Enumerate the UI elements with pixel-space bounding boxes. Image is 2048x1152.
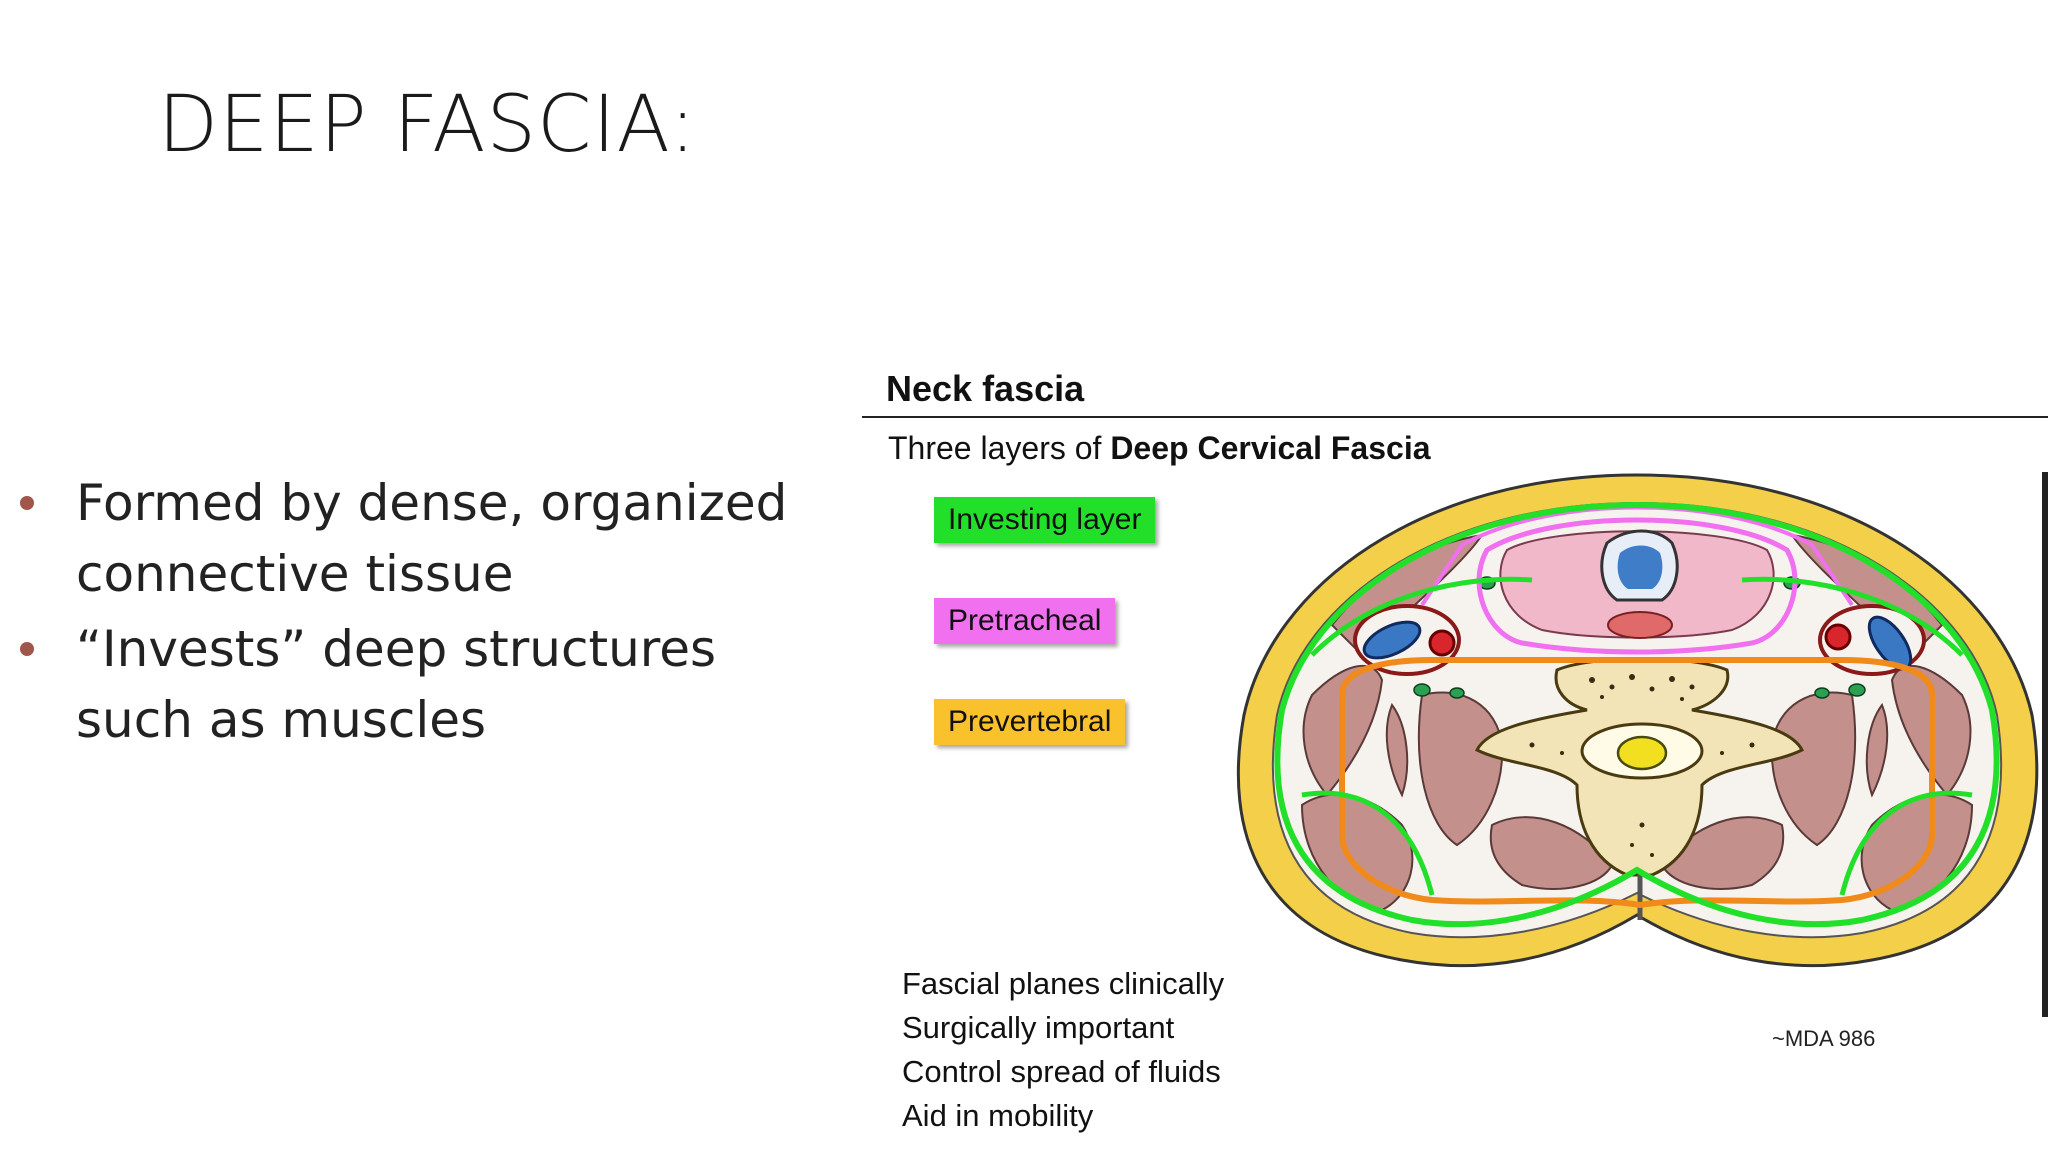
legend-label: Investing layer (948, 503, 1142, 536)
cropped-image-edge (2042, 472, 2048, 1017)
figure-divider (862, 416, 2048, 418)
legend-pretracheal: Pretracheal (934, 598, 1116, 644)
bullet-list: Formed by dense, organized connective ti… (20, 468, 840, 760)
tracheal-lumen (1617, 545, 1663, 589)
prevertebral-fascia (1339, 657, 1935, 909)
legend-label: Pretracheal (948, 604, 1102, 637)
note-line: Aid in mobility (902, 1098, 1094, 1133)
note-line: Fascial planes clinically (902, 966, 1225, 1001)
note-line: Control spread of fluids (902, 1054, 1221, 1089)
neck-fascia-figure: Neck fascia Three layers of Deep Cervica… (862, 360, 2048, 1152)
figure-citation: ~MDA 986 (1772, 1026, 1876, 1051)
slide-title: DEEP FASCIA: (158, 80, 697, 170)
legend-label: Prevertebral (948, 705, 1112, 738)
bullet-text: “Invests” deep structures such as muscle… (76, 620, 717, 749)
bullet-dot-icon (20, 642, 34, 656)
figure-heading: Neck fascia (886, 368, 1085, 409)
carotid-sheath-right (1818, 604, 1926, 676)
legend-prevertebral: Prevertebral (934, 699, 1126, 745)
bullet-item: “Invests” deep structures such as muscle… (20, 614, 840, 756)
figure-subtitle: Three layers of Deep Cervical Fascia (888, 430, 1431, 467)
figure-subtitle-bold: Deep Cervical Fascia (1110, 430, 1431, 466)
investing-fascia-inner (1301, 576, 1973, 896)
esophagus (1607, 611, 1673, 639)
neck-cross-section-illustration (1236, 473, 2039, 968)
spinal-cord (1616, 735, 1668, 771)
note-line: Surgically important (902, 1010, 1175, 1045)
bullet-dot-icon (20, 496, 34, 510)
clinical-notes: Fascial planes clinically Surgically imp… (902, 962, 1224, 1138)
pretracheal-fascia (1476, 517, 1798, 655)
bullet-item: Formed by dense, organized connective ti… (20, 468, 840, 610)
bone-texture (1529, 674, 1755, 857)
legend-investing-layer: Investing layer (934, 497, 1156, 543)
bullet-text: Formed by dense, organized connective ti… (76, 474, 788, 603)
figure-subtitle-prefix: Three layers of (888, 430, 1111, 466)
investing-fascia (1274, 501, 2000, 928)
